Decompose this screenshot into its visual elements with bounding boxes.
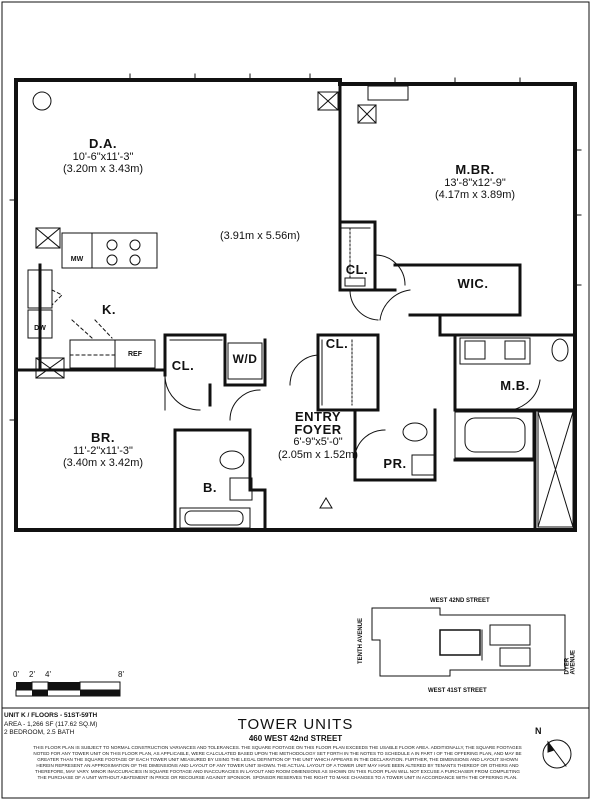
room-dining-name: D.A. (89, 136, 117, 151)
room-bedroom-closet: CL. (166, 358, 200, 373)
scale-label-2: 2' (29, 670, 35, 679)
scale-label-0: 0' (13, 670, 19, 679)
room-living-dim-m: (3.91m x 5.56m) (219, 230, 301, 242)
title-address: 460 WEST 42nd STREET (248, 734, 343, 743)
closet-rods (169, 227, 371, 406)
room-living: (3.91m x 5.56m) (200, 230, 320, 242)
room-kitchen-name: K. (102, 302, 116, 317)
title-disclaimer: This floor plan is subject to normal con… (33, 745, 522, 781)
door-swings (164, 254, 541, 456)
room-entry-foyer: ENTRY FOYER 6'-9"x5'-0" (2.05m x 1.52m) (268, 410, 368, 462)
room-bedroom-closet-name: CL. (171, 358, 195, 373)
room-dining-dim-ft: 10'-6"x11'-3" (72, 151, 134, 163)
room-bath: B. (198, 480, 222, 495)
fixture-refrigerator-label: REF (128, 351, 142, 358)
room-entry-dim-ft: 6'-9"x5'-0" (293, 436, 343, 448)
compass (542, 739, 572, 769)
window-markers (9, 73, 582, 421)
title-area-line: AREA - 1,266 SF (117.62 SQ.M) (4, 721, 98, 728)
room-bedroom-name: BR. (91, 430, 115, 445)
room-kitchen: K. (94, 302, 124, 317)
room-washer-dryer-name: W/D (232, 352, 258, 366)
entry-marker (319, 497, 333, 509)
room-entry-dim-m: (2.05m x 1.52m) (277, 449, 359, 461)
title-rooms-line: 2 BEDROOM, 2.5 BATH (4, 729, 75, 736)
room-master-closet: CL. (344, 262, 370, 277)
room-master-bedroom-dim-m: (4.17m x 3.89m) (434, 189, 516, 201)
room-master-bedroom-dim-ft: 13'-8"x12'-9" (444, 177, 506, 189)
powder-fixtures (402, 422, 435, 476)
compass-north-label: N (535, 726, 542, 736)
room-dining: D.A. 10'-6"x11'-3" (3.20m x 3.43m) (48, 136, 158, 175)
interior-walls (14, 82, 577, 532)
room-master-bath-name: M.B. (500, 378, 530, 393)
title-main: TOWER UNITS (237, 716, 354, 733)
key-plan-east-avenue: DYER AVENUE (564, 649, 577, 675)
room-washer-dryer: W/D (228, 352, 262, 366)
fixture-dishwasher-label: DW (34, 325, 46, 332)
title-unit-line: UNIT K / FLOORS - 51ST-59TH (4, 712, 98, 719)
shafts (32, 85, 409, 379)
key-plan-south-street: WEST 41ST STREET (428, 688, 487, 694)
room-entry-closet-name: CL. (325, 336, 349, 351)
washer-dryer-box (227, 342, 263, 380)
room-bedroom-dim-ft: 11'-2"x11'-3" (73, 445, 133, 457)
room-powder-name: PR. (383, 456, 407, 471)
room-master-bedroom-name: M.BR. (455, 162, 495, 177)
scale-label-8: 8' (118, 670, 124, 679)
room-entry-name-2: FOYER (294, 422, 342, 437)
room-master-bedroom: M.BR. 13'-8"x12'-9" (4.17m x 3.89m) (420, 162, 530, 201)
room-master-closet-name: CL. (345, 262, 369, 277)
room-bath-name: B. (203, 480, 217, 495)
room-bedroom: BR. 11'-2"x11'-3" (3.40m x 3.42m) (48, 430, 158, 469)
room-bedroom-dim-m: (3.40m x 3.42m) (62, 457, 144, 469)
key-plan-west-avenue: TENTH AVENUE (358, 617, 365, 665)
room-wic: WIC. (448, 276, 498, 291)
exterior-walls (14, 78, 577, 532)
bath-fixtures (179, 450, 253, 529)
fixture-microwave-label: MW (70, 256, 84, 263)
room-dining-dim-m: (3.20m x 3.43m) (62, 163, 144, 175)
room-entry-name-1: ENTRY (294, 409, 342, 424)
room-master-bath: M.B. (490, 378, 540, 393)
master-bath-fixtures (454, 337, 574, 528)
scale-label-4: 4' (45, 670, 51, 679)
room-entry-closet: CL. (322, 336, 352, 351)
scale-bar (15, 681, 121, 697)
key-plan (371, 607, 566, 677)
key-plan-north-street: WEST 42ND STREET (430, 598, 490, 604)
room-powder: PR. (380, 456, 410, 471)
room-wic-name: WIC. (457, 276, 489, 291)
kitchen-cabinets (27, 227, 158, 369)
